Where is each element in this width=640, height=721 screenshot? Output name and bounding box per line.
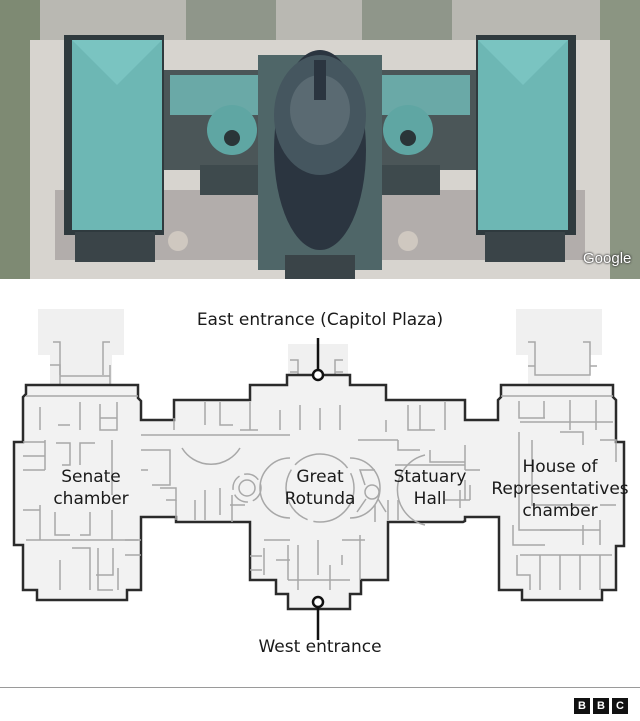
statuary-label-line2: Hall xyxy=(413,489,447,509)
senate-label-line2: chamber xyxy=(53,489,129,509)
statuary-hall-label: Statuary Hall xyxy=(380,466,480,510)
bbc-logo-b2: B xyxy=(593,698,609,714)
west-entrance-marker xyxy=(311,595,325,609)
house-label-line2: Representatives xyxy=(491,479,629,499)
west-entrance-label: West entrance xyxy=(258,637,382,657)
house-label-line3: chamber xyxy=(522,501,598,521)
bbc-logo: B B C xyxy=(574,698,628,714)
building-outline xyxy=(12,373,626,611)
senate-chamber-label: Senate chamber xyxy=(36,466,146,510)
rotunda-label-line2: Rotunda xyxy=(284,489,356,509)
footer-divider xyxy=(0,687,640,688)
house-label-line1: House of xyxy=(522,457,598,477)
bbc-logo-b1: B xyxy=(574,698,590,714)
house-chamber-label: House of Representatives chamber xyxy=(480,456,640,522)
great-rotunda-label: Great Rotunda xyxy=(270,466,370,510)
east-entrance-label: East entrance (Capitol Plaza) xyxy=(196,310,444,330)
senate-label-line1: Senate xyxy=(61,467,121,487)
statuary-label-line1: Statuary xyxy=(393,467,467,487)
rotunda-label-line1: Great xyxy=(296,467,344,487)
google-attribution: Google xyxy=(583,250,632,267)
bbc-logo-c: C xyxy=(612,698,628,714)
floor-plan xyxy=(12,309,626,640)
east-entrance-marker xyxy=(311,368,325,382)
satellite-image xyxy=(0,0,640,279)
